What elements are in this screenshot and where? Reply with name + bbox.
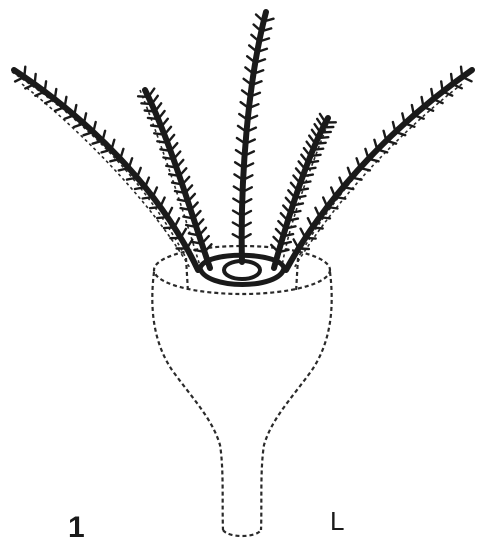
pinnule xyxy=(303,175,313,177)
pinnule xyxy=(310,155,320,156)
pinnule xyxy=(55,89,57,99)
figure-letter: L xyxy=(330,506,344,536)
pinnule xyxy=(45,81,46,91)
pinnule xyxy=(137,168,141,178)
rim-inner-right xyxy=(296,258,298,292)
arm-mid-left-stem xyxy=(145,90,210,268)
pinnule xyxy=(441,81,443,91)
pinnule xyxy=(164,227,174,228)
pinnule xyxy=(150,207,160,208)
pinnule xyxy=(316,143,326,144)
pinnule xyxy=(320,217,330,218)
pinnule xyxy=(451,74,452,84)
pinnule xyxy=(414,115,424,119)
pinnule xyxy=(157,217,167,218)
pinnule xyxy=(321,132,331,133)
pinnule xyxy=(65,115,75,119)
figure-number: 1 xyxy=(68,511,85,544)
pinnule xyxy=(143,197,153,199)
pinnule xyxy=(313,149,323,150)
pinnule xyxy=(305,238,315,239)
pinnule xyxy=(24,67,25,77)
sheath-far-right xyxy=(298,70,472,258)
pinnule xyxy=(405,124,415,127)
arm-center xyxy=(233,12,274,262)
pinnule xyxy=(312,227,322,228)
pinnule xyxy=(308,161,318,162)
pinnule xyxy=(327,207,337,209)
pinnule xyxy=(357,158,360,168)
sheath-far-left xyxy=(12,72,186,258)
pinnule xyxy=(395,132,405,135)
arm-far-right-stem xyxy=(286,70,472,270)
sheath-far-right-2 xyxy=(294,84,462,268)
pinnule xyxy=(35,74,36,84)
pinnule xyxy=(157,141,167,143)
pinnule xyxy=(138,96,148,97)
pinnule xyxy=(318,137,328,138)
rim-inner-left xyxy=(186,258,188,292)
pinnule xyxy=(145,111,155,112)
pinnule xyxy=(305,168,315,170)
cup-outline xyxy=(152,246,331,536)
arm-far-left xyxy=(14,67,198,270)
cup-left-side xyxy=(152,272,223,530)
pinnule xyxy=(461,67,462,77)
cup-right-side xyxy=(261,272,332,530)
pinnule xyxy=(74,124,84,127)
pinnule xyxy=(335,197,345,199)
pinnule xyxy=(141,103,151,104)
pinnule xyxy=(84,132,94,135)
pinnule xyxy=(348,168,352,178)
pinnule xyxy=(163,158,173,160)
pinnule xyxy=(129,158,132,168)
pinnule xyxy=(154,133,164,134)
pinnule xyxy=(148,118,158,119)
stalk-bottom xyxy=(223,530,261,536)
arms xyxy=(14,12,472,270)
pinnule xyxy=(151,126,161,127)
pinnule xyxy=(160,149,170,151)
pinnule xyxy=(299,248,309,249)
